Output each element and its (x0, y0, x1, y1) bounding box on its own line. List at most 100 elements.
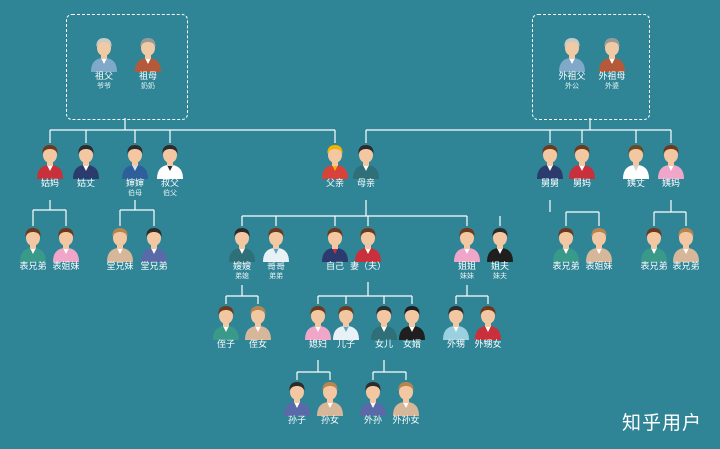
person-name: 表兄弟 (552, 262, 580, 272)
person-r3_7: 自己 (313, 226, 357, 272)
person-r3_12: 表姐妹 (577, 226, 621, 272)
person-name: 外祖父 (558, 72, 586, 82)
person-mgf: 外祖父外公 (550, 36, 594, 90)
person-avatar-icon (64, 143, 108, 179)
person-yizhang: 姨丈 (614, 143, 658, 189)
person-avatar-icon (126, 36, 170, 72)
person-avatar-icon (254, 226, 298, 262)
person-name: 祖母 (138, 72, 157, 82)
person-r3_4: 堂兄弟 (132, 226, 176, 272)
person-yima: 姨妈 (649, 143, 693, 189)
person-avatar-icon (544, 226, 588, 262)
person-name: 舅妈 (572, 179, 591, 189)
person-avatar-icon (632, 226, 676, 262)
person-name: 外甥 (446, 340, 465, 350)
person-r3_2: 表姐妹 (44, 226, 88, 272)
person-name: 嫂嫂 (232, 262, 251, 272)
person-avatar-icon (308, 380, 352, 416)
person-name: 堂兄妹 (106, 262, 134, 272)
person-name: 姨丈 (626, 179, 645, 189)
person-r3_11: 表兄弟 (544, 226, 588, 272)
person-r4_1: 侄子 (204, 304, 248, 350)
person-avatar-icon (478, 226, 522, 262)
person-avatar-icon (11, 226, 55, 262)
person-alt-name: 外婆 (605, 82, 619, 90)
person-name: 儿子 (336, 340, 355, 350)
person-avatar-icon (44, 226, 88, 262)
person-name: 表姐妹 (585, 262, 613, 272)
person-alt-name: 伯母 (128, 189, 142, 197)
person-avatar-icon (614, 143, 658, 179)
person-avatar-icon (28, 143, 72, 179)
person-avatar-icon (113, 143, 157, 179)
person-name: 自己 (325, 262, 344, 272)
person-gm: 祖母奶奶 (126, 36, 170, 90)
person-name: 侄子 (216, 340, 235, 350)
person-alt-name: 奶奶 (141, 82, 155, 90)
person-alt-name: 爷爷 (97, 82, 111, 90)
paternal-grandparents-box (66, 14, 188, 120)
person-mgm: 外祖母外婆 (590, 36, 634, 90)
person-name: 外孙女 (392, 416, 420, 426)
person-avatar-icon (236, 304, 280, 340)
person-name: 父亲 (325, 179, 344, 189)
person-name: 表姐妹 (52, 262, 80, 272)
person-r3_14: 表兄弟 (664, 226, 708, 272)
person-avatar-icon (204, 304, 248, 340)
person-jiujiu: 舅舅 (528, 143, 572, 189)
person-name: 舅舅 (540, 179, 559, 189)
person-name: 婶婶 (125, 179, 144, 189)
person-guzhang: 姑丈 (64, 143, 108, 189)
person-shenshen: 婶婶伯母 (113, 143, 157, 197)
person-muqin: 母亲 (344, 143, 388, 189)
person-r4_3: 媳妇 (296, 304, 340, 350)
person-alt-name: 妹夫 (493, 272, 507, 280)
person-fuqin: 父亲 (313, 143, 357, 189)
person-name: 外孙 (363, 416, 382, 426)
person-avatar-icon (344, 143, 388, 179)
person-avatar-icon (384, 380, 428, 416)
person-name: 叔父 (160, 179, 179, 189)
person-avatar-icon (98, 226, 142, 262)
person-avatar-icon (148, 143, 192, 179)
person-avatar-icon (560, 143, 604, 179)
person-r4_7: 外甥 (434, 304, 478, 350)
person-avatar-icon (220, 226, 264, 262)
person-avatar-icon (528, 143, 572, 179)
person-alt-name: 伯父 (163, 189, 177, 197)
person-r4_6: 女婿 (390, 304, 434, 350)
person-avatar-icon (296, 304, 340, 340)
person-name: 姑丈 (76, 179, 95, 189)
person-r3_6: 哥哥弟弟 (254, 226, 298, 280)
person-r3_5: 嫂嫂弟媳 (220, 226, 264, 280)
person-name: 表兄弟 (19, 262, 47, 272)
person-r4_2: 侄女 (236, 304, 280, 350)
person-r5_1: 孙子 (275, 380, 319, 426)
person-name: 孙子 (287, 416, 306, 426)
person-name: 妻（夫） (349, 262, 386, 272)
person-alt-name: 弟弟 (269, 272, 283, 280)
person-r4_5: 女儿 (362, 304, 406, 350)
person-avatar-icon (82, 36, 126, 72)
person-r5_3: 外孙 (351, 380, 395, 426)
person-name: 媳妇 (308, 340, 327, 350)
person-avatar-icon (324, 304, 368, 340)
person-alt-name: 外公 (565, 82, 579, 90)
person-name: 祖父 (94, 72, 113, 82)
person-r3_13: 表兄弟 (632, 226, 676, 272)
person-avatar-icon (649, 143, 693, 179)
person-r5_4: 外孙女 (384, 380, 428, 426)
person-name: 哥哥 (266, 262, 285, 272)
person-name: 姐姐 (457, 262, 476, 272)
person-name: 女婿 (402, 340, 421, 350)
person-gf: 祖父爷爷 (82, 36, 126, 90)
person-r3_3: 堂兄妹 (98, 226, 142, 272)
person-name: 女儿 (374, 340, 393, 350)
person-r3_10: 姐夫妹夫 (478, 226, 522, 280)
person-r5_2: 孙女 (308, 380, 352, 426)
person-avatar-icon (664, 226, 708, 262)
person-name: 堂兄弟 (140, 262, 168, 272)
person-name: 表兄弟 (640, 262, 668, 272)
person-avatar-icon (466, 304, 510, 340)
